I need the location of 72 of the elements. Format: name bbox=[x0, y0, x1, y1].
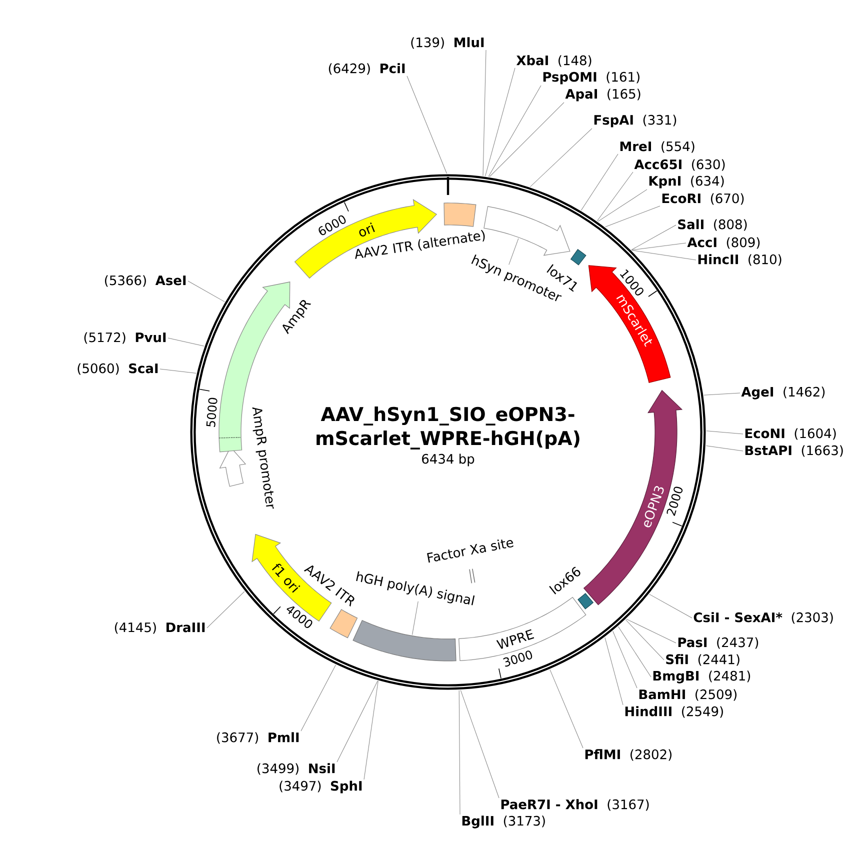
leader-line bbox=[482, 50, 486, 176]
leader-line bbox=[625, 620, 664, 660]
leader-line bbox=[489, 102, 564, 178]
restriction-site-label: HincII (810) bbox=[698, 254, 782, 266]
restriction-site-label: ApaI (165) bbox=[565, 88, 640, 102]
restriction-site-label: AccI (809) bbox=[687, 237, 760, 249]
tick-label: 2000 bbox=[666, 486, 683, 516]
restriction-site-label: KpnI (634) bbox=[649, 176, 724, 188]
leader-line bbox=[406, 76, 447, 174]
restriction-site-label: EcoRI (670) bbox=[662, 193, 744, 205]
restriction-site-label: BglII (3173) bbox=[462, 816, 545, 828]
restriction-site-label: (139) MluI bbox=[411, 37, 484, 49]
restriction-site-label: SalI (808) bbox=[678, 219, 747, 231]
leader-line bbox=[706, 430, 744, 434]
restriction-site-label: PaeR7I - XhoI (3167) bbox=[501, 799, 649, 811]
restriction-site-label: (6429) PciI bbox=[328, 63, 405, 75]
restriction-site-label: FspAI (331) bbox=[594, 114, 676, 128]
restriction-site-label: PasI (2437) bbox=[678, 637, 758, 649]
leader-line bbox=[336, 680, 378, 762]
restriction-site-label: Acc65I (630) bbox=[634, 159, 725, 171]
leader-line bbox=[550, 669, 584, 748]
leader-line bbox=[631, 224, 676, 250]
restriction-site-label: PspOMI (161) bbox=[543, 72, 640, 84]
leader-line bbox=[458, 690, 460, 815]
leader-line bbox=[364, 680, 378, 780]
leader-line bbox=[300, 664, 336, 732]
restriction-site-label: BmgBI (2481) bbox=[653, 670, 750, 684]
restriction-site-label: MreI (554) bbox=[620, 141, 694, 153]
restriction-site-label: SfiI (2441) bbox=[666, 654, 740, 666]
restriction-site-label: BstAPI (1663) bbox=[745, 445, 843, 457]
restriction-site-label: (4145) DraIII bbox=[114, 622, 205, 634]
leader-line bbox=[206, 591, 245, 628]
leader-line bbox=[605, 206, 660, 228]
leader-line bbox=[508, 238, 519, 265]
leader-line bbox=[632, 250, 696, 260]
restriction-site-label: AgeI (1462) bbox=[741, 386, 825, 400]
leader-line bbox=[484, 68, 516, 176]
leader-line bbox=[188, 280, 225, 302]
node-label: AmpR promoter bbox=[252, 407, 274, 509]
restriction-site-label: (5060) ScaI bbox=[78, 363, 158, 375]
restriction-site-label: (5172) PvuI bbox=[84, 332, 166, 344]
restriction-site-label: (5366) AseI bbox=[104, 275, 186, 287]
leader-line bbox=[488, 85, 542, 177]
tick-label: 5000 bbox=[206, 398, 218, 427]
leader-line bbox=[612, 630, 638, 688]
plasmid-name: AAV_hSyn1_SIO_eOPN3-mScarlet_WPRE-hGH(pA) bbox=[316, 406, 580, 450]
leader-line bbox=[618, 626, 652, 678]
restriction-site-label: XbaI (148) bbox=[516, 55, 592, 67]
leader-line bbox=[706, 445, 744, 452]
feature-band: AmpR promoter bbox=[219, 407, 274, 509]
restriction-site-label: CsiI - SexAI* (2303) bbox=[694, 612, 833, 624]
leader-line bbox=[604, 637, 624, 706]
leader-line bbox=[412, 601, 418, 636]
leader-line bbox=[530, 128, 592, 188]
restriction-site-label: HindIII (2549) bbox=[625, 706, 723, 718]
restriction-site-label: (3677) PmlI bbox=[217, 732, 299, 744]
leader-line bbox=[160, 368, 196, 374]
leader-line bbox=[460, 690, 500, 798]
leader-line bbox=[598, 189, 648, 222]
restriction-site-label: PflMI (2802) bbox=[585, 749, 672, 761]
leader-line bbox=[626, 618, 676, 644]
leader-line bbox=[631, 242, 686, 250]
restriction-site-label: EcoNI (1604) bbox=[745, 428, 836, 440]
leader-line bbox=[596, 172, 634, 222]
restriction-site-label: BamHI (2509) bbox=[639, 689, 736, 701]
leader-line bbox=[649, 594, 692, 618]
leader-line bbox=[580, 154, 618, 211]
restriction-site-label: (3499) NsiI bbox=[258, 763, 335, 775]
sequence-length: 6434 bp bbox=[422, 454, 474, 466]
leader-line bbox=[168, 338, 204, 346]
leader-line bbox=[704, 392, 740, 396]
restriction-site-label: (3497) SphI bbox=[280, 780, 362, 794]
